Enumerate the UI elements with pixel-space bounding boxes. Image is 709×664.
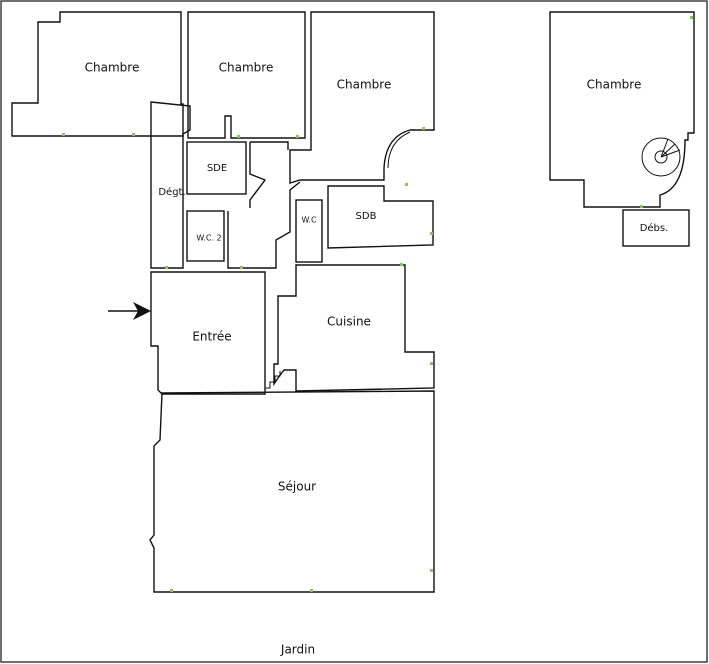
wall-chambre-3 — [289, 11, 435, 184]
marker — [405, 183, 408, 186]
label-debs: Débs. — [640, 222, 669, 234]
marker — [237, 135, 240, 138]
marker — [310, 589, 313, 592]
stairs-step — [266, 371, 281, 389]
label-sejour: Séjour — [278, 480, 316, 494]
marker — [240, 266, 243, 269]
marker — [132, 133, 135, 136]
label-wc2: W.C. 2 — [196, 234, 221, 243]
marker — [165, 266, 168, 269]
marker — [640, 205, 643, 208]
door-arc-chambre-3 — [387, 131, 411, 169]
wall-sdb — [327, 185, 434, 249]
marker — [430, 362, 433, 365]
marker — [170, 589, 173, 592]
wall-chambre-1 — [11, 11, 184, 137]
marker — [400, 263, 403, 266]
wall-wc — [295, 199, 323, 263]
label-sdb: SDB — [356, 211, 377, 222]
wall-degt — [150, 101, 191, 269]
label-chambre-4: Chambre — [587, 78, 642, 92]
spiral-stair-inner — [654, 150, 668, 164]
wall-chambre-4 — [549, 11, 695, 208]
spiral-stair-wedge — [660, 138, 681, 158]
label-chambre-2: Chambre — [219, 61, 274, 75]
spiral-stair-outer — [641, 137, 681, 177]
marker — [296, 135, 299, 138]
label-chambre-1: Chambre — [85, 61, 140, 75]
marker — [422, 127, 425, 130]
wall-chambre-2 — [187, 11, 306, 139]
label-chambre-3: Chambre — [337, 78, 392, 92]
marker — [430, 232, 433, 235]
wall-sde — [186, 141, 247, 195]
label-jardin: Jardin — [280, 643, 315, 657]
opening-markers — [62, 16, 693, 592]
wall-entree — [150, 271, 266, 395]
marker — [62, 133, 65, 136]
label-sde: SDE — [207, 163, 227, 174]
wall-cuisine — [273, 264, 435, 392]
label-degt: Dégt. — [158, 186, 185, 198]
marker — [690, 16, 693, 19]
label-entree: Entrée — [192, 330, 231, 344]
wall-sejour — [149, 390, 435, 593]
wall-corridor-center — [227, 141, 301, 269]
marker — [430, 569, 433, 572]
label-cuisine: Cuisine — [327, 315, 371, 329]
wall-wc2 — [186, 210, 225, 262]
label-wc: W.C — [301, 216, 317, 225]
wall-debs — [622, 209, 690, 247]
entry-arrow-icon — [133, 302, 151, 320]
